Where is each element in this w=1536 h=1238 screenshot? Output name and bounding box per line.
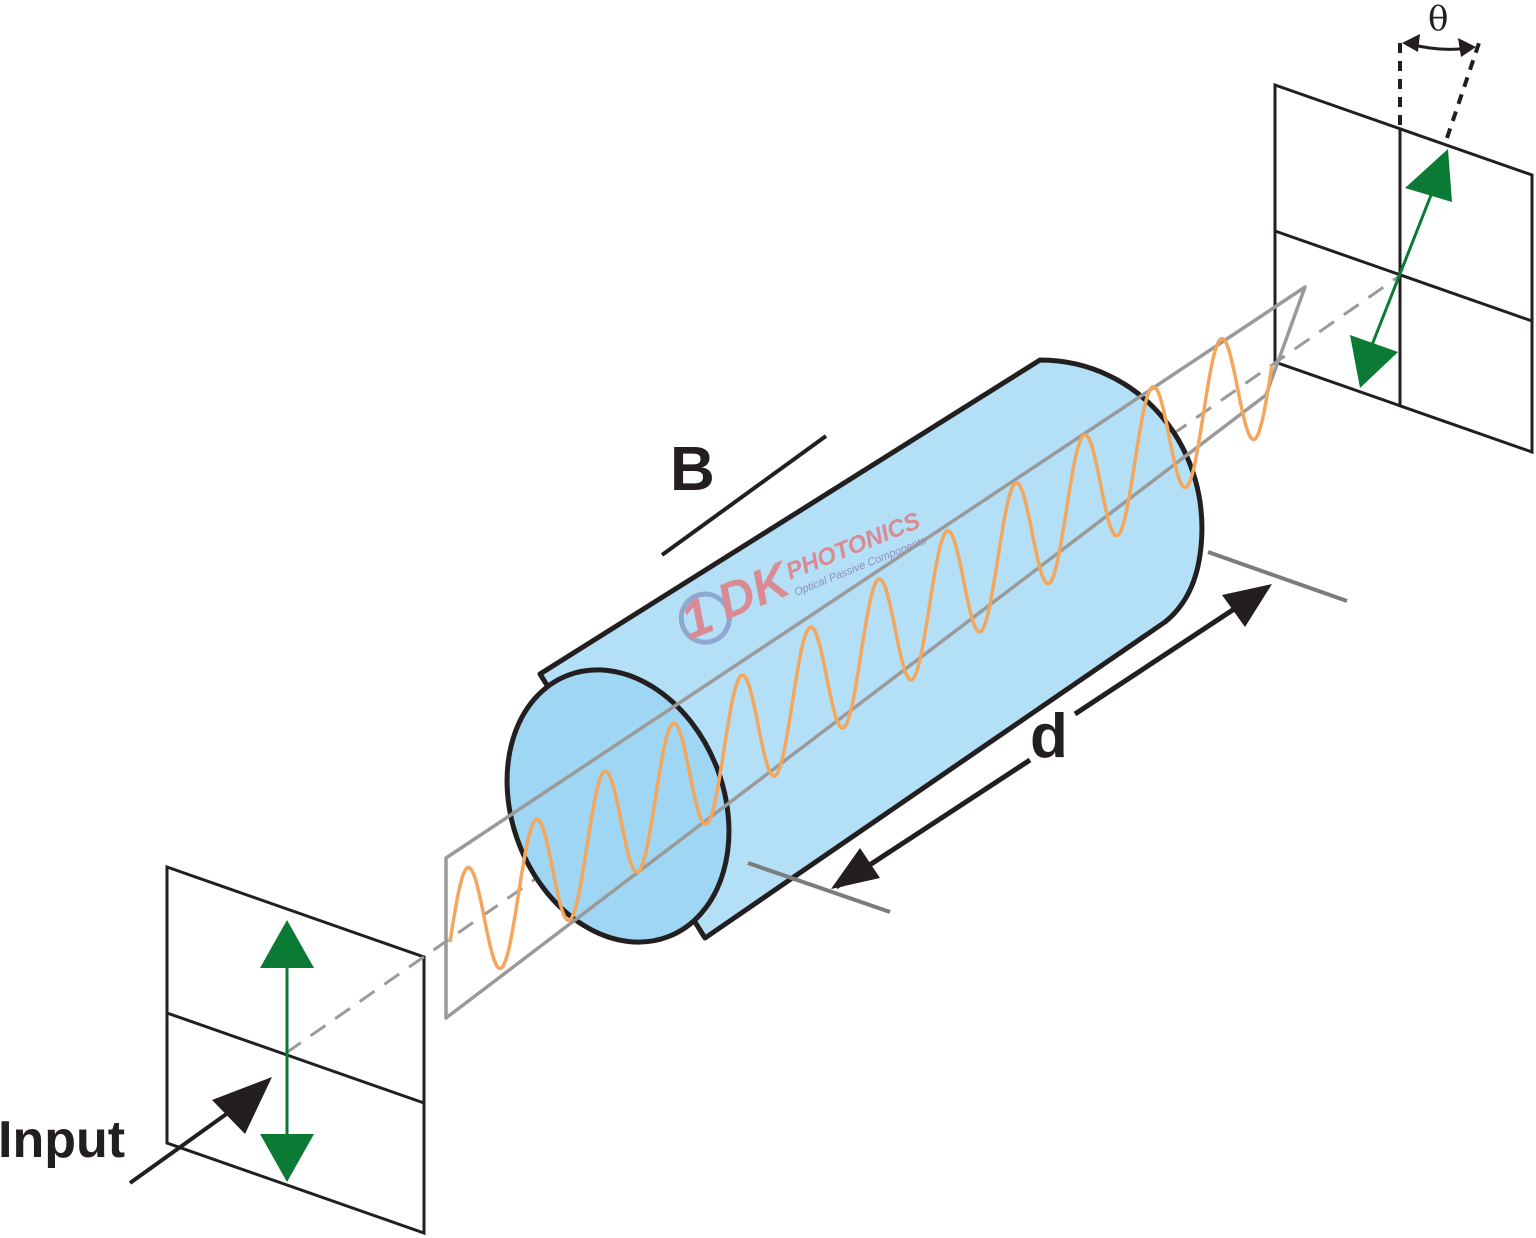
field-line [660, 434, 828, 557]
logo-swirl-icon [678, 591, 732, 645]
length-label: d [1030, 702, 1068, 771]
double-arrow-icon [260, 1134, 314, 1182]
rotation-angle-indicator [1398, 34, 1482, 139]
double-arrow-icon [1350, 335, 1398, 388]
input-polarizer-screen [165, 864, 426, 1236]
input-label: Input [0, 1111, 125, 1169]
arrow-icon [212, 1077, 272, 1134]
output-analyzer-screen [1273, 82, 1534, 455]
angle-arrowhead-icon [1458, 38, 1476, 57]
light-wave [448, 336, 1274, 971]
input-polarization-arrow [260, 920, 314, 1182]
field-label: B [670, 435, 715, 504]
angle-label: θ [1428, 0, 1448, 39]
angle-arrowhead-icon [1402, 34, 1420, 52]
double-arrow-icon [1405, 149, 1452, 202]
input-arrow [128, 1077, 272, 1185]
double-arrow-icon [260, 920, 314, 968]
output-polarization-arrow [1350, 149, 1452, 388]
arrowhead-upper-icon [1222, 584, 1272, 627]
arrowhead-lower-icon [831, 848, 880, 889]
length-dimension [747, 550, 1348, 914]
